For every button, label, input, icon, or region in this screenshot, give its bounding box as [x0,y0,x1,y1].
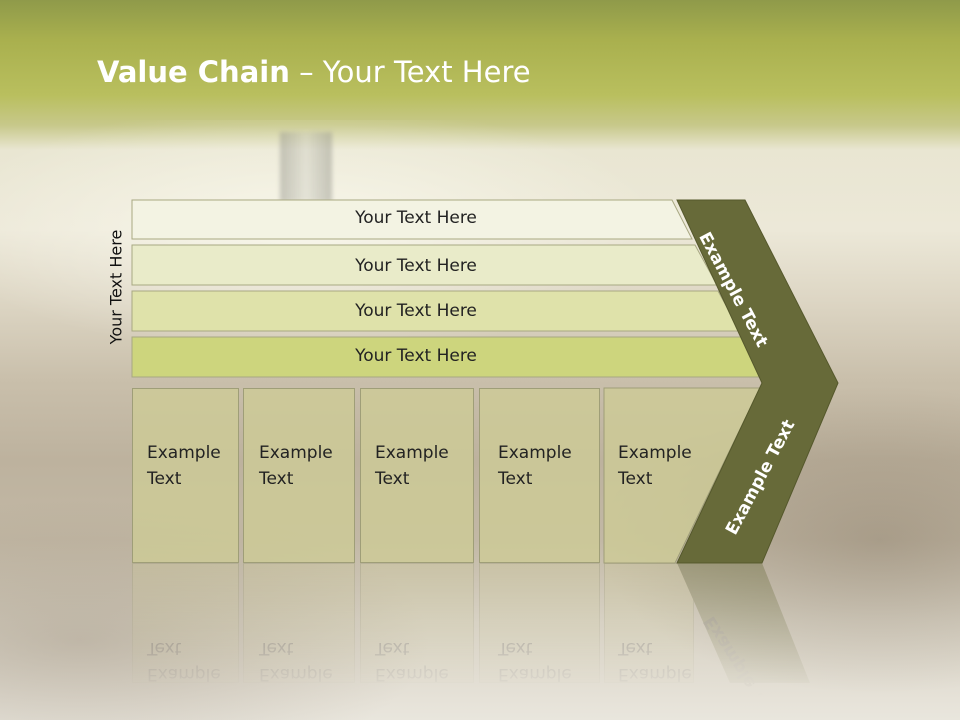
column-box-2 [243,388,355,563]
page-title: Value Chain – Your Text Here [97,55,531,89]
reflection-chevron [677,563,810,683]
reflection-text-5: Example Text [618,638,692,684]
row-text-1: Your Text Here [355,208,477,228]
row-text-2: Your Text Here [355,256,477,276]
column-box-1 [132,388,239,563]
column-text-3: Example Text [375,443,449,489]
column-box-3 [360,388,474,563]
reflection-text-1: Example Text [147,638,221,684]
column-text-4: Example Text [498,443,572,489]
title-bold: Value Chain [97,55,290,89]
reflection-text-2: Example Text [259,638,333,684]
diagram-reflection: Example Text Example Text Example Text E… [0,563,960,720]
column-box-4 [479,388,600,563]
reflection-text-3: Example Text [375,638,449,684]
chevron-shape [676,199,839,564]
background-post [280,132,332,202]
reflection-box-5 [604,563,694,683]
row-text-3: Your Text Here [355,301,477,321]
reflection-box-4 [479,563,600,683]
column-text-1: Example Text [147,443,221,489]
column-text-5: Example Text [618,443,692,489]
column-text-2: Example Text [259,443,333,489]
row-text-4: Your Text Here [355,346,477,366]
reflection-box-3 [360,563,474,683]
row-band-1 [131,199,693,240]
reflection-box-2 [243,563,355,683]
reflection-chevron-shape [677,563,810,683]
reflection-box-1 [132,563,239,683]
reflection-text-4: Example Text [498,638,572,684]
title-rest: – Your Text Here [289,55,531,89]
column-box-5 [603,387,761,564]
